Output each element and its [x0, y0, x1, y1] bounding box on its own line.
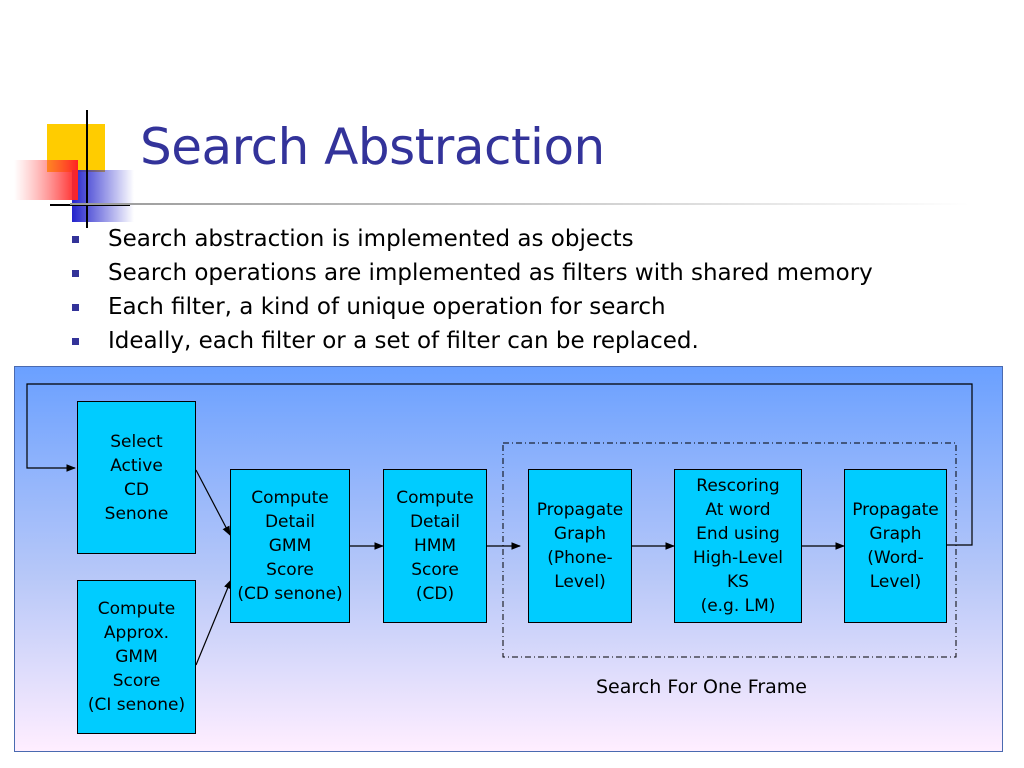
- select-active-cd-senone-box: Select Active CD Senone: [77, 401, 196, 554]
- square-bullet-icon: [72, 304, 79, 311]
- compute-detail-hmm-score-box: Compute Detail HMM Score (CD): [383, 469, 487, 623]
- bullet-item: Search abstraction is implemented as obj…: [70, 222, 873, 256]
- title-underline: [70, 203, 970, 205]
- rescoring-word-end-box: Rescoring At word End using High-Level K…: [674, 469, 802, 623]
- propagate-graph-phone-level-box: Propagate Graph (Phone- Level): [528, 469, 632, 623]
- square-bullet-icon: [72, 236, 79, 243]
- arrow-select-to-gmm: [195, 469, 231, 536]
- search-frame-label: Search For One Frame: [596, 676, 807, 698]
- arrow-approx-to-gmm: [195, 579, 232, 666]
- compute-approx-gmm-score-box: Compute Approx. GMM Score (CI senone): [77, 580, 196, 734]
- square-bullet-icon: [72, 270, 79, 277]
- propagate-graph-word-level-box: Propagate Graph (Word- Level): [844, 469, 947, 623]
- slide-logo-decoration: [14, 110, 134, 228]
- feedback-loop-arrow: [26, 383, 973, 546]
- bullet-item: Search operations are implemented as fil…: [70, 256, 873, 290]
- bullet-item: Each filter, a kind of unique operation …: [70, 290, 873, 324]
- search-frame-boundary: [502, 442, 957, 658]
- bullet-list: Search abstraction is implemented as obj…: [70, 222, 873, 358]
- compute-detail-gmm-score-box: Compute Detail GMM Score (CD senone): [230, 469, 350, 623]
- bullet-item: Ideally, each filter or a set of filter …: [70, 324, 873, 358]
- square-bullet-icon: [72, 338, 79, 345]
- slide-title: Search Abstraction: [140, 118, 605, 176]
